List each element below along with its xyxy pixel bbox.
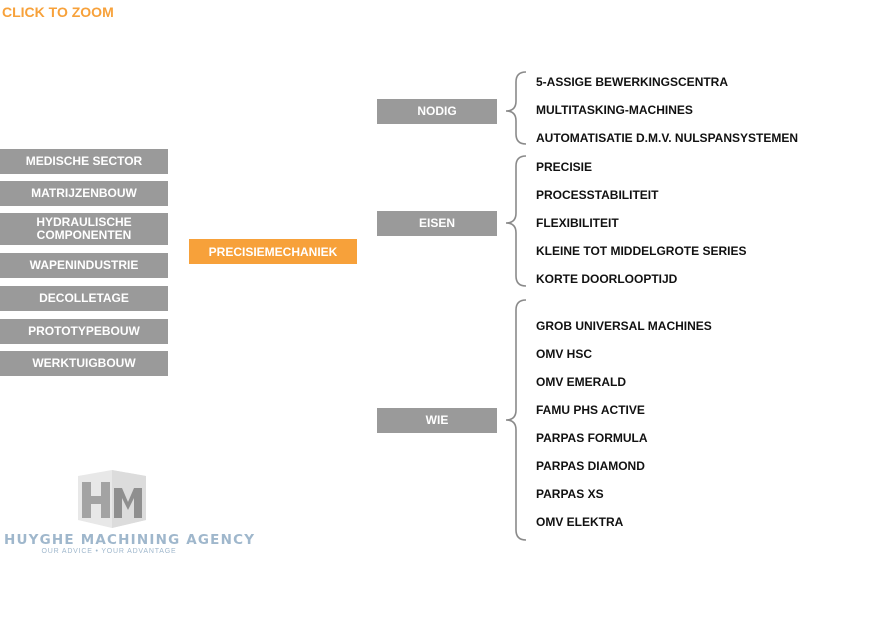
logo-tagline: OUR ADVICE • YOUR ADVANTAGE [41, 548, 177, 555]
central-topic-box: PRECISIEMECHANIEK [189, 239, 357, 264]
list-item-eisen: FLEXIBILITEIT [536, 216, 619, 230]
list-item-wie: PARPAS FORMULA [536, 431, 648, 445]
list-item-wie: OMV HSC [536, 347, 593, 361]
list-item-eisen: KORTE DOORLOOPTIJD [536, 272, 678, 286]
category-box-nodig: NODIG [377, 99, 497, 124]
category-box-eisen: EISEN [377, 211, 497, 236]
list-item-eisen: PRECISIE [536, 160, 593, 174]
brace-nodig [505, 71, 527, 145]
sector-box-hydraulische-componenten: HYDRAULISCHE COMPONENTEN [0, 213, 168, 245]
list-item-eisen: KLEINE TOT MIDDELGROTE SERIES [536, 244, 747, 258]
category-box-wie: WIE [377, 408, 497, 433]
list-item-wie: PARPAS XS [536, 487, 604, 501]
brace-wie [505, 299, 527, 541]
list-item-wie: GROB UNIVERSAL MACHINES [536, 319, 712, 333]
sector-box-prototypebouw: PROTOTYPEBOUW [0, 319, 168, 344]
list-item-wie: PARPAS DIAMOND [536, 459, 645, 473]
sector-box-medische-sector: MEDISCHE SECTOR [0, 149, 168, 174]
list-item-nodig: MULTITASKING-MACHINES [536, 103, 693, 117]
sector-box-werktuigbouw: WERKTUIGBOUW [0, 351, 168, 376]
list-item-wie: OMV ELEKTRA [536, 515, 624, 529]
logo-company-name: HUYGHE MACHINING AGENCY [4, 532, 256, 548]
list-item-wie: OMV EMERALD [536, 375, 626, 389]
sector-box-matrijzenbouw: MATRIJZENBOUW [0, 181, 168, 206]
list-item-eisen: PROCESSTABILITEIT [536, 188, 659, 202]
list-item-nodig: AUTOMATISATIE D.M.V. NULSPANSYSTEMEN [536, 131, 799, 145]
click-to-zoom-link[interactable]: CLICK TO ZOOM [2, 4, 114, 20]
list-item-wie: FAMU PHS ACTIVE [536, 403, 645, 417]
sector-box-decolletage: DECOLLETAGE [0, 286, 168, 311]
brace-eisen [505, 155, 527, 287]
sector-box-wapenindustrie: WAPENINDUSTRIE [0, 253, 168, 278]
company-logo [78, 470, 146, 528]
list-item-nodig: 5-ASSIGE BEWERKINGSCENTRA [536, 75, 729, 89]
